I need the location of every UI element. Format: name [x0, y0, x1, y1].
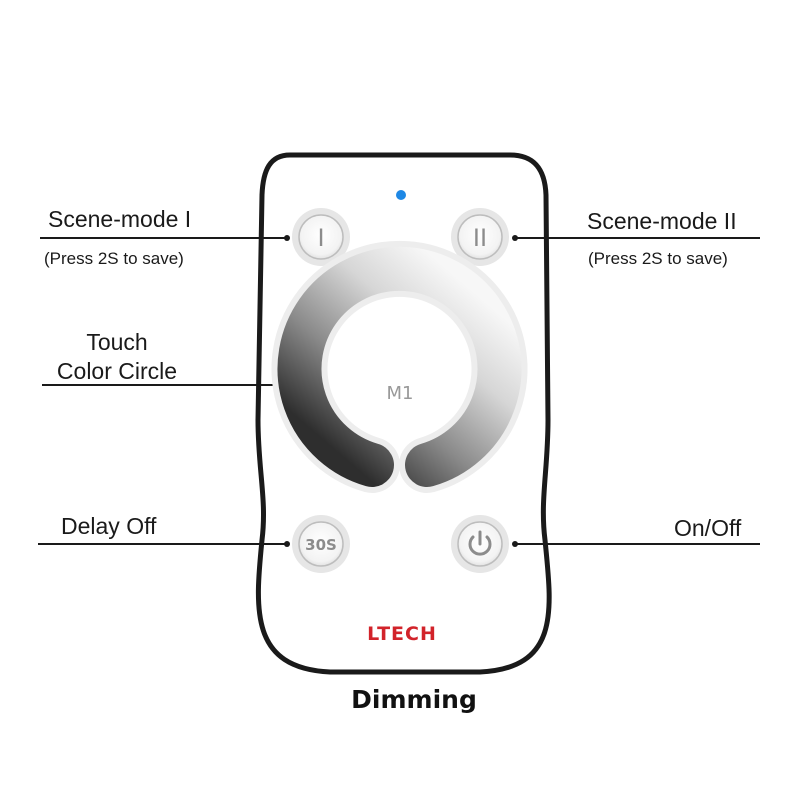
delay-30s-label: 30S [305, 536, 337, 554]
delay-off-label: Delay Off [61, 513, 157, 539]
delay-off-button[interactable]: 30S [292, 515, 350, 573]
indicator-led [396, 190, 406, 200]
scene1-note: (Press 2S to save) [44, 249, 184, 268]
scene1-title: Scene-mode I [48, 206, 192, 232]
circle-mode-label: M1 [387, 383, 414, 404]
roman-two-icon: II [473, 224, 487, 252]
roman-one-icon: I [317, 224, 324, 252]
power-icon [468, 530, 492, 556]
on-off-label: On/Off [674, 515, 742, 541]
scene2-note: (Press 2S to save) [588, 249, 728, 268]
brand-logo: LTECH [367, 623, 437, 645]
scene2-title: Scene-mode II [587, 208, 737, 234]
scene1-button[interactable]: I [292, 208, 350, 266]
touch-label-line2: Color Circle [56, 358, 178, 384]
touch-label-line1: Touch [86, 329, 148, 355]
on-off-button[interactable] [451, 515, 509, 573]
touch-color-circle[interactable]: M1 [271, 240, 528, 493]
scene2-button[interactable]: II [451, 208, 509, 266]
diagram-caption: Dimming [351, 685, 477, 714]
